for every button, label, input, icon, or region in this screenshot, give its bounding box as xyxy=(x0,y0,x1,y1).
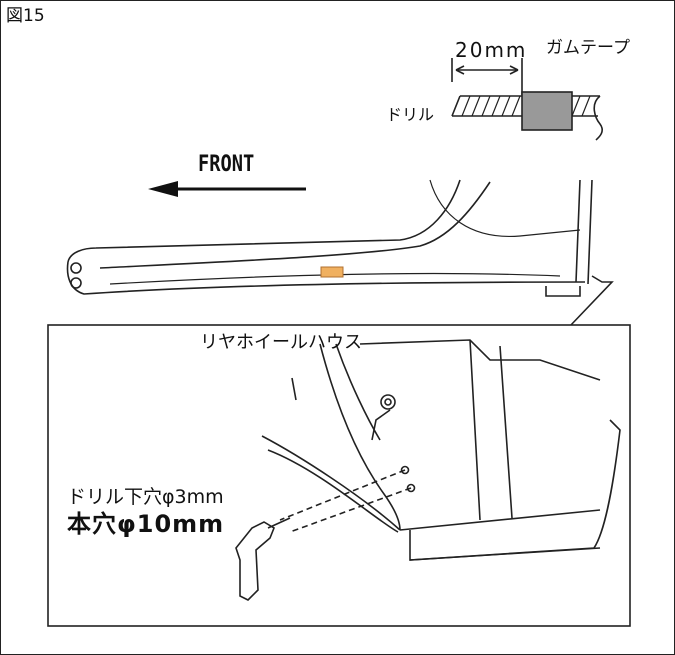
side-sill xyxy=(66,179,614,327)
figure-label: 図15 xyxy=(6,6,45,26)
drill-break-line xyxy=(593,95,603,141)
drill-bit-detail xyxy=(451,58,603,141)
front-label: FRONT xyxy=(198,152,255,177)
wheelhouse-label: リヤホイールハウス xyxy=(200,332,362,353)
inset-box xyxy=(47,324,631,627)
drill-width-label: 20mm xyxy=(455,38,528,62)
inset-wheelhouse-drawing xyxy=(235,339,621,601)
drill-tool-body xyxy=(235,521,275,601)
tape-label: ガムテープ xyxy=(546,38,630,58)
main-hole-label: 本穴φ10mm xyxy=(67,510,225,538)
front-arrow xyxy=(148,181,306,197)
drill-label: ドリル xyxy=(386,105,435,124)
callout-leader xyxy=(569,275,614,327)
drill-position-marker xyxy=(320,266,344,278)
tape-block xyxy=(521,91,573,131)
pilot-hole-label: ドリル下穴φ3mm xyxy=(67,486,224,508)
